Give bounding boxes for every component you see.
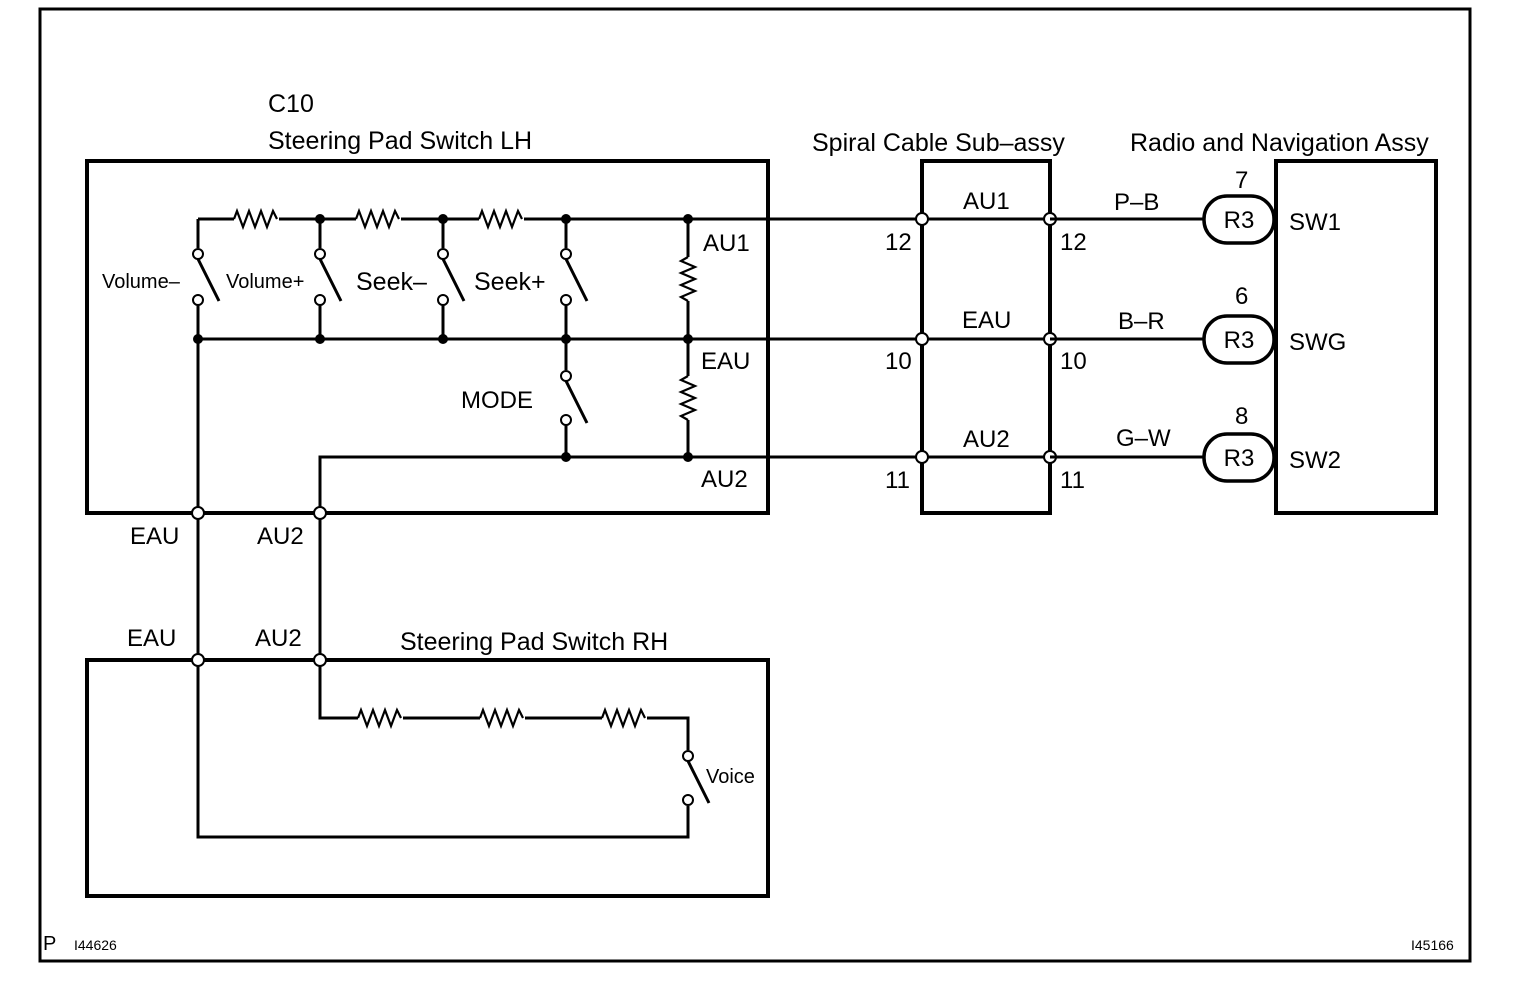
seek-minus-switch bbox=[437, 219, 466, 339]
wire-color-swg: B–R bbox=[1118, 308, 1165, 335]
radio-title: Radio and Navigation Assy bbox=[1130, 129, 1429, 157]
voice-label: Voice bbox=[706, 766, 755, 788]
spiral-right-pin-au2: 11 bbox=[1060, 467, 1085, 494]
outer-frame bbox=[38, 7, 1472, 963]
footer-code-right: I45166 bbox=[1411, 937, 1454, 953]
wire-color-sw2: G–W bbox=[1116, 425, 1171, 452]
radio-box bbox=[1274, 159, 1438, 515]
svg-text:R3: R3 bbox=[1224, 327, 1255, 354]
spiral-right-pin-au1: 12 bbox=[1060, 229, 1087, 256]
lh-pin-au1: AU1 bbox=[703, 230, 750, 257]
volume-plus-switch bbox=[314, 219, 343, 339]
connector-r3-sw1: R3 bbox=[1202, 194, 1276, 245]
pin-number-sw1: 7 bbox=[1235, 167, 1248, 194]
rh-au2-terminal bbox=[313, 653, 327, 667]
radio-terminal-swg: SWG bbox=[1289, 329, 1346, 356]
lh-switch-box bbox=[85, 159, 770, 515]
wire-color-sw1: P–B bbox=[1114, 189, 1159, 216]
volume-plus-label: Volume+ bbox=[226, 271, 304, 293]
lh-au2-terminal bbox=[313, 506, 327, 520]
radio-terminal-sw1: SW1 bbox=[1289, 209, 1341, 236]
seek-minus-label: Seek– bbox=[356, 268, 427, 296]
pin-number-sw2: 8 bbox=[1235, 403, 1248, 430]
svg-text:R3: R3 bbox=[1224, 445, 1255, 472]
lh-au2-bus bbox=[318, 455, 922, 513]
lh-au2-junctions bbox=[561, 452, 693, 462]
spiral-eau-label: EAU bbox=[962, 307, 1011, 334]
rh-switch-box bbox=[85, 658, 770, 898]
svg-text:R3: R3 bbox=[1224, 207, 1255, 234]
lh-bottom-au2-label: AU2 bbox=[257, 523, 304, 550]
footer-letter: P bbox=[43, 933, 56, 955]
lh-right-resistors bbox=[678, 219, 698, 457]
lh-eau-terminal bbox=[191, 506, 205, 520]
seek-plus-switch bbox=[560, 219, 589, 339]
mode-switch bbox=[560, 339, 589, 457]
lh-pin-eau: EAU bbox=[701, 348, 750, 375]
volume-minus-label: Volume– bbox=[102, 271, 181, 293]
rh-eau-label: EAU bbox=[127, 625, 176, 652]
lh-connector-label: C10 bbox=[268, 90, 314, 118]
lh-pin-au2: AU2 bbox=[701, 466, 748, 493]
connector-r3-swg: R3 bbox=[1202, 314, 1276, 365]
spiral-au2-label: AU2 bbox=[963, 426, 1010, 453]
spiral-right-pin-eau: 10 bbox=[1060, 348, 1087, 375]
spiral-cable-title: Spiral Cable Sub–assy bbox=[812, 129, 1065, 157]
rh-au2-label: AU2 bbox=[255, 625, 302, 652]
mode-label: MODE bbox=[461, 387, 533, 414]
spiral-left-pin-au1: 12 bbox=[885, 229, 912, 256]
spiral-au1-label: AU1 bbox=[963, 188, 1010, 215]
footer-code-left: I44626 bbox=[74, 937, 117, 953]
seek-plus-label: Seek+ bbox=[474, 268, 546, 296]
volume-minus-switch bbox=[192, 219, 221, 339]
pin-number-swg: 6 bbox=[1235, 283, 1248, 310]
connector-r3-sw2: R3 bbox=[1202, 432, 1276, 483]
spiral-left-pin-au2: 11 bbox=[885, 467, 910, 494]
spiral-left-pin-eau: 10 bbox=[885, 348, 912, 375]
lh-bottom-eau-label: EAU bbox=[130, 523, 179, 550]
voice-switch bbox=[682, 750, 711, 806]
radio-terminal-sw2: SW2 bbox=[1289, 447, 1341, 474]
rh-eau-terminal bbox=[191, 653, 205, 667]
rh-switch-title: Steering Pad Switch RH bbox=[400, 628, 668, 656]
rh-internal-circuit bbox=[196, 660, 690, 839]
lh-switch-title: Steering Pad Switch LH bbox=[268, 127, 532, 155]
